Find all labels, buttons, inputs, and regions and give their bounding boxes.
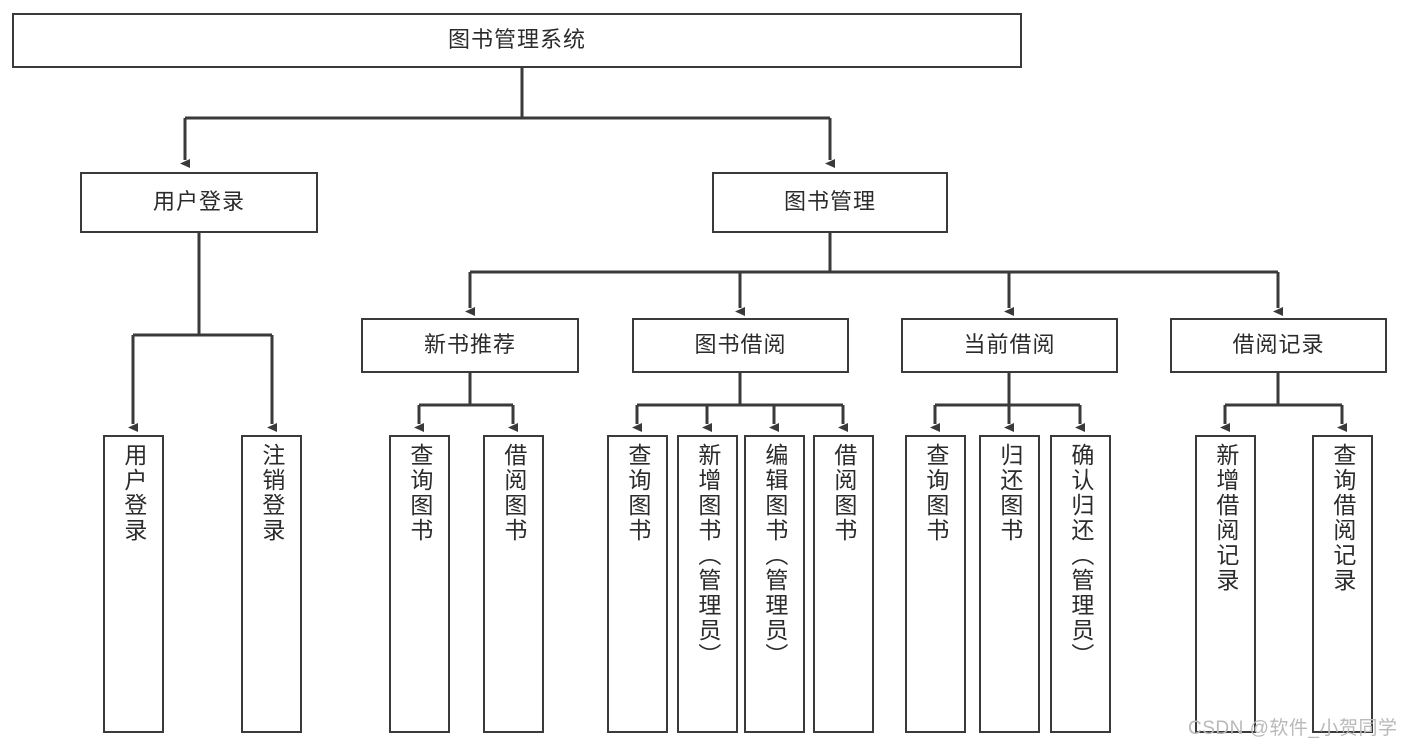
leaf-add-book[interactable]: 新增图书（管理员） xyxy=(677,435,738,733)
leaf-add-book-label: 新增图书（管理员） xyxy=(694,443,721,668)
node-new-book-rec[interactable]: 新书推荐 xyxy=(361,318,579,373)
leaf-borrow-book-1[interactable]: 借阅图书 xyxy=(483,435,544,733)
csdn-watermark: CSDN @软件_小贺同学 xyxy=(1188,718,1398,739)
node-root-system-label: 图书管理系统 xyxy=(447,27,586,53)
node-user-login[interactable]: 用户登录 xyxy=(80,172,318,233)
leaf-user-login[interactable]: 用户登录 xyxy=(103,435,164,733)
node-user-login-label: 用户登录 xyxy=(152,189,245,215)
leaf-query-book-3[interactable]: 查询图书 xyxy=(905,435,966,733)
leaf-query-book-3-label: 查询图书 xyxy=(922,443,949,543)
leaf-query-book-1[interactable]: 查询图书 xyxy=(389,435,450,733)
node-borrow-record[interactable]: 借阅记录 xyxy=(1170,318,1387,373)
node-book-borrow-label: 图书借阅 xyxy=(694,332,787,358)
node-book-borrow[interactable]: 图书借阅 xyxy=(632,318,849,373)
leaf-borrow-book-1-label: 借阅图书 xyxy=(500,443,527,543)
leaf-add-record-label: 新增借阅记录 xyxy=(1212,443,1239,593)
leaf-logout-label: 注销登录 xyxy=(258,443,285,543)
leaf-edit-book-label: 编辑图书（管理员） xyxy=(761,443,788,668)
leaf-return-book-label: 归还图书 xyxy=(996,443,1023,543)
leaf-query-book-2-label: 查询图书 xyxy=(624,443,651,543)
leaf-query-record[interactable]: 查询借阅记录 xyxy=(1312,435,1373,733)
leaf-confirm-return-label: 确认归还（管理员） xyxy=(1067,443,1094,668)
leaf-query-record-label: 查询借阅记录 xyxy=(1329,443,1356,593)
leaf-borrow-book-2[interactable]: 借阅图书 xyxy=(813,435,874,733)
node-borrow-record-label: 借阅记录 xyxy=(1232,332,1325,358)
leaf-logout[interactable]: 注销登录 xyxy=(241,435,302,733)
leaf-borrow-book-2-label: 借阅图书 xyxy=(830,443,857,543)
leaf-edit-book[interactable]: 编辑图书（管理员） xyxy=(744,435,805,733)
leaf-query-book-1-label: 查询图书 xyxy=(406,443,433,543)
leaf-query-book-2[interactable]: 查询图书 xyxy=(607,435,668,733)
node-root-system[interactable]: 图书管理系统 xyxy=(12,13,1022,68)
leaf-confirm-return[interactable]: 确认归还（管理员） xyxy=(1050,435,1111,733)
node-book-manage-label: 图书管理 xyxy=(783,189,876,215)
leaf-add-record[interactable]: 新增借阅记录 xyxy=(1195,435,1256,733)
leaf-return-book[interactable]: 归还图书 xyxy=(979,435,1040,733)
node-book-manage[interactable]: 图书管理 xyxy=(712,172,948,233)
node-current-borrow-label: 当前借阅 xyxy=(963,332,1056,358)
node-new-book-rec-label: 新书推荐 xyxy=(423,332,516,358)
node-current-borrow[interactable]: 当前借阅 xyxy=(901,318,1118,373)
leaf-user-login-label: 用户登录 xyxy=(120,443,147,543)
